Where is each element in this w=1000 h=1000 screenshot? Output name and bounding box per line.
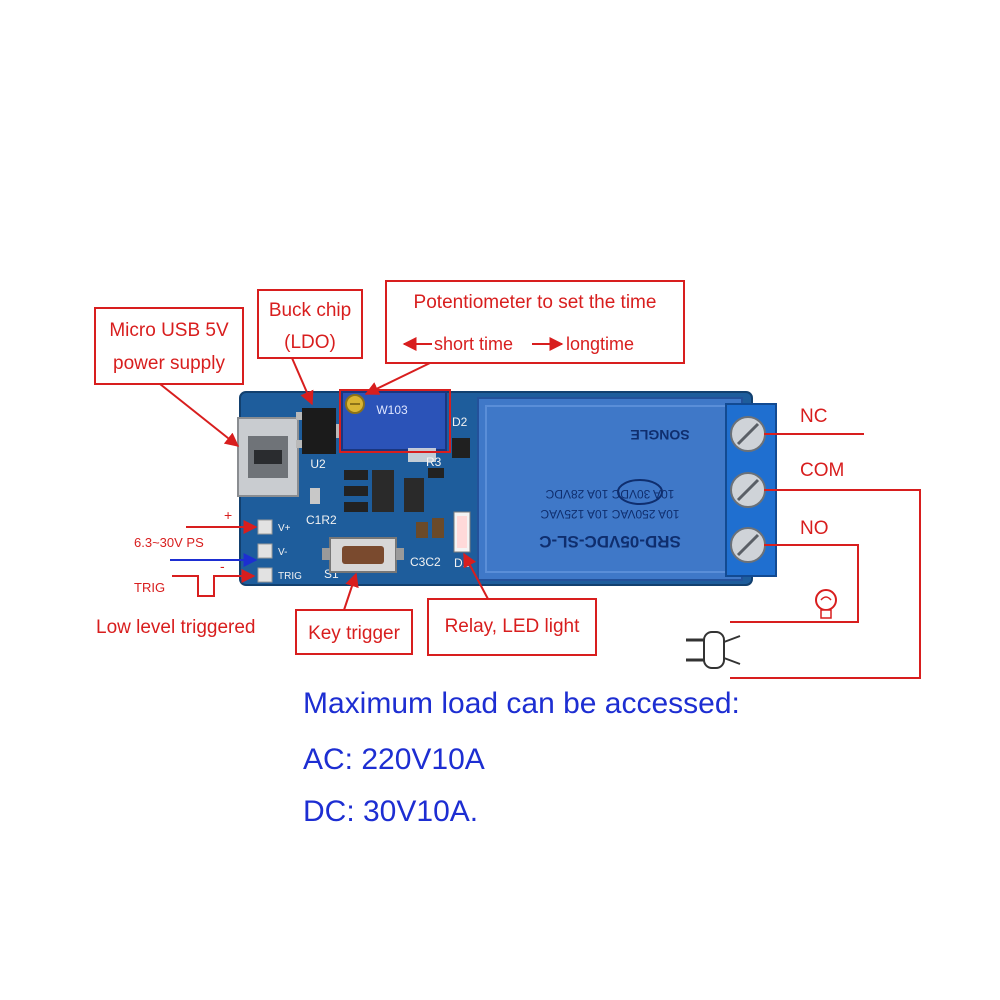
callout-key-label: Key trigger <box>308 623 401 644</box>
relay-model: SRD-05VDC-SL-C <box>539 532 681 551</box>
silk-c1r2: C1R2 <box>306 513 337 527</box>
callout-relay-led: Relay, LED light <box>427 552 597 656</box>
spec-title: Maximum load can be accessed: <box>303 687 740 720</box>
bulb-icon <box>815 589 837 619</box>
callout-pot-long: longtime <box>566 334 634 354</box>
low-level-label: Low level triggered <box>96 617 255 638</box>
terminal-screw-com <box>730 472 766 508</box>
callout-usb-line1: Micro USB 5V <box>109 320 229 341</box>
pin-trig: TRIG <box>278 571 302 582</box>
pin-vminus: V- <box>278 547 287 558</box>
terminal-screw-no <box>730 527 766 563</box>
terminal-labels: NC COM NO <box>800 406 844 539</box>
pcb-board: U2 W103 C1R2 C3C2 D1 D2 R3 S1 <box>237 391 777 586</box>
micro-usb-connector <box>237 417 299 497</box>
potentiometer: W103 <box>341 391 447 451</box>
terminal-nc-label: NC <box>800 406 827 427</box>
buck-chip <box>296 408 344 454</box>
key-trigger-switch <box>322 537 404 573</box>
spec-ac: AC: 220V10A <box>303 743 485 776</box>
pin-vplus: V+ <box>278 523 291 534</box>
trig-label: TRIG <box>134 580 165 595</box>
callout-buck-line2: (LDO) <box>284 332 336 353</box>
relay-rating-2: 10A 30VDC 10A 28VDC <box>545 487 674 501</box>
relay-cert-mark <box>617 479 663 505</box>
silk-c3c2: C3C2 <box>410 555 441 569</box>
pin-header: V+ V- TRIG <box>257 519 302 583</box>
power-supply-labels: + 6.3~30V PS - TRIG Low level triggered <box>96 507 258 638</box>
terminal-com-label: COM <box>800 460 844 481</box>
plus-label: + <box>224 507 232 523</box>
callout-potentiometer: Potentiometer to set the time short time… <box>364 280 685 395</box>
silk-r3: R3 <box>426 455 442 469</box>
spec-dc: DC: 30V10A. <box>303 795 478 828</box>
callout-usb: Micro USB 5V power supply <box>94 307 244 447</box>
relay-brand: SONGLE <box>630 427 689 443</box>
smd-components <box>310 438 470 538</box>
callout-key-trigger: Key trigger <box>295 572 413 655</box>
led-indicator <box>453 511 471 553</box>
terminal-screw-nc <box>730 416 766 452</box>
trigger-pulse-symbol <box>172 569 256 597</box>
callout-buck-line1: Buck chip <box>269 300 351 321</box>
callout-pot-title: Potentiometer to set the time <box>414 292 657 313</box>
pot-highlight-box <box>339 389 451 453</box>
minus-label: - <box>220 558 225 574</box>
load-wiring <box>730 433 921 679</box>
load-specs: Maximum load can be accessed: AC: 220V10… <box>303 687 740 828</box>
pot-marking: W103 <box>376 403 408 417</box>
voltage-range-label: 6.3~30V PS <box>134 535 204 550</box>
terminal-no-label: NO <box>800 518 829 539</box>
callout-buck-chip: Buck chip (LDO) <box>257 289 363 406</box>
callout-relay-led-label: Relay, LED light <box>445 616 581 637</box>
plug-icon <box>686 631 741 669</box>
silk-d2: D2 <box>452 415 468 429</box>
relay: SRD-05VDC-SL-C 10A 250VAC 10A 125VAC 10A… <box>477 397 743 581</box>
relay-rating-1: 10A 250VAC 10A 125VAC <box>540 507 679 521</box>
callout-pot-short: short time <box>434 334 513 354</box>
silk-u2: U2 <box>310 457 326 471</box>
callout-usb-line2: power supply <box>113 353 225 374</box>
